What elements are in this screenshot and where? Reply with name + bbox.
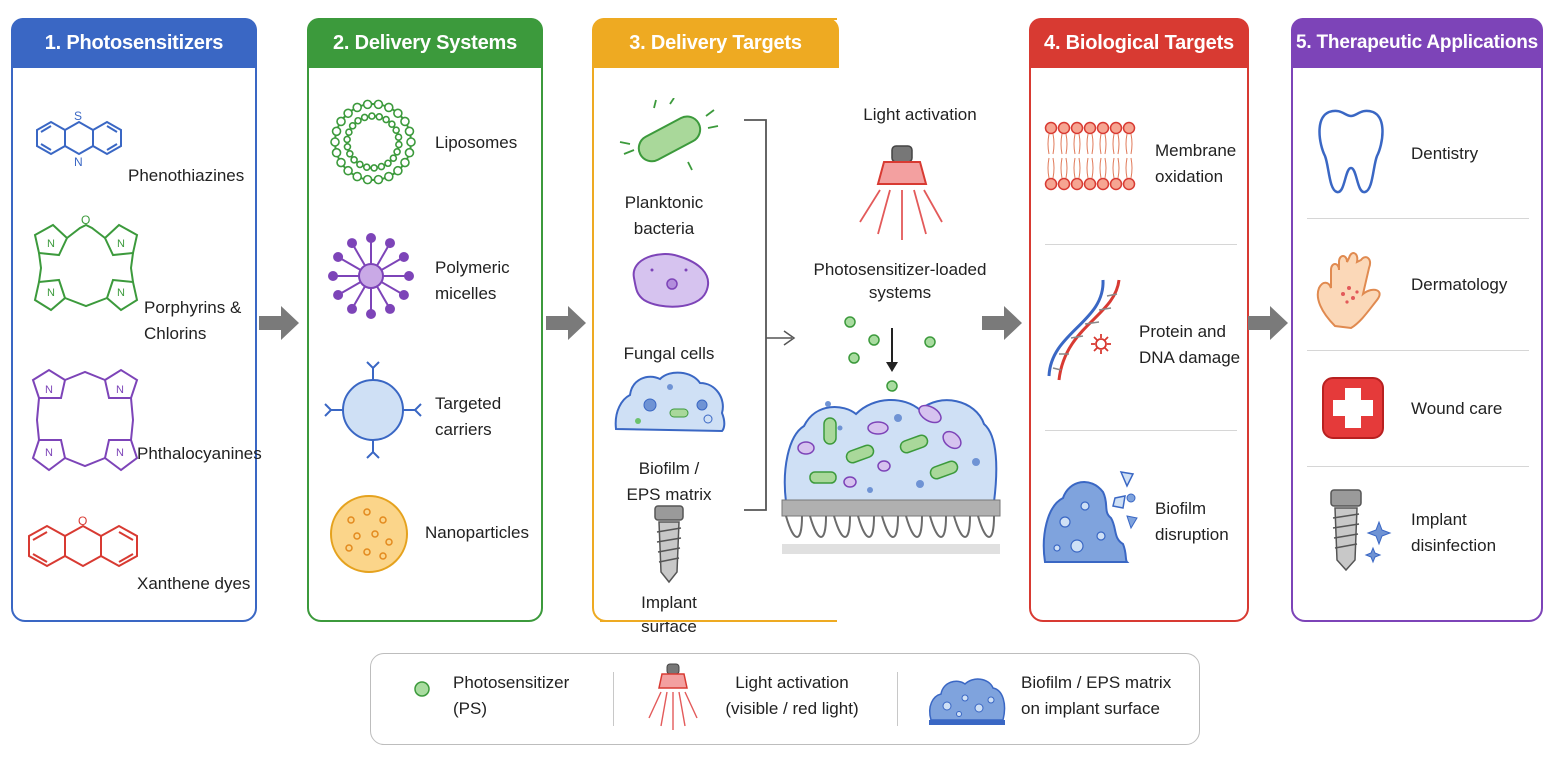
item-nanoparticles: Nanoparticles: [425, 523, 529, 542]
item-phenothiazines: Phenothiazines: [128, 166, 245, 185]
item-carriers: carriers: [435, 420, 492, 439]
item-dna-damage: DNA damage: [1139, 348, 1241, 367]
nitrogen-atom-label: N: [116, 447, 124, 459]
flow-arrow-icon: [982, 306, 1022, 340]
implant-disinfection-icon: [1330, 489, 1392, 572]
panel-title: 1. Photosensitizers: [11, 18, 257, 68]
membrane-icon: [1044, 121, 1136, 191]
ps-dot-icon: [414, 681, 430, 697]
oxygen-atom-label: O: [81, 213, 90, 227]
planktonic-bacteria-icon: [619, 98, 719, 171]
flow-arrow-icon: [259, 306, 299, 340]
targeted-carrier-icon: [324, 361, 422, 459]
porphyrin-structure-icon: O N N N N: [33, 213, 139, 312]
oxygen-atom-label: O: [78, 514, 87, 528]
item-protein-and: Protein and: [1139, 322, 1226, 341]
item-xanthene-dyes: Xanthene dyes: [137, 574, 251, 593]
systems-label: systems: [868, 283, 932, 302]
dna-damage-icon: [1047, 279, 1121, 381]
panel-title: 2. Delivery Systems: [307, 18, 543, 68]
legend-biofilm-icon: [929, 678, 1006, 725]
legend-separator: [897, 672, 898, 726]
divider: [1045, 430, 1237, 431]
liposome-icon: [330, 99, 416, 185]
tooth-icon: [1318, 109, 1384, 194]
item-polymeric: Polymeric: [435, 258, 510, 277]
item-biofilm: Biofilm /: [638, 459, 700, 478]
item-dentistry: Dentistry: [1411, 144, 1479, 163]
nitrogen-atom-label: N: [47, 238, 55, 250]
item-porphyrins: Porphyrins &: [144, 298, 242, 317]
light-activation-label: Light activation: [863, 105, 977, 124]
item-membrane: Membrane: [1155, 141, 1237, 160]
legend-light-label: Light activation: [735, 673, 849, 692]
item-eps-matrix: EPS matrix: [626, 485, 712, 504]
item-implant-app: Implant: [1411, 510, 1467, 529]
panel-title: 5. Therapeutic Applications: [1291, 18, 1543, 68]
legend-biofilm-label: Biofilm / EPS matrix: [1021, 673, 1172, 692]
item-surface: surface: [641, 617, 697, 636]
item-chlorins: Chlorins: [144, 324, 207, 343]
panel-photosensitizers: 1. Photosensitizers S N Phenothiazines O…: [11, 18, 262, 622]
fungal-cell-icon: [632, 253, 709, 308]
legend-light-icon: [648, 663, 698, 730]
implant-icon: [654, 505, 684, 584]
divider: [1307, 218, 1529, 219]
divider: [1307, 350, 1529, 351]
legend-biofilm-sub: on implant surface: [1021, 699, 1160, 718]
nitrogen-atom-label: N: [45, 384, 53, 396]
xanthene-structure-icon: O: [28, 514, 138, 568]
panel-title: 3. Delivery Targets: [592, 18, 839, 68]
item-implant: Implant: [641, 593, 697, 612]
legend-ps-label: Photosensitizer: [453, 673, 570, 692]
nitrogen-atom-label: N: [45, 447, 53, 459]
item-targeted: Targeted: [435, 394, 502, 413]
nanoparticle-icon: [330, 495, 408, 573]
polymeric-micelle-icon: [328, 233, 414, 319]
sulfur-atom-label: S: [74, 109, 82, 123]
nitrogen-atom-label: N: [47, 287, 55, 299]
divider: [1045, 244, 1237, 245]
ps-particles-icon: [844, 316, 936, 392]
biofilm-on-implant-icon: [781, 398, 1001, 554]
item-liposomes: Liposomes: [435, 133, 518, 152]
panel-3-bottom-border: [600, 620, 815, 622]
item-disinfection: disinfection: [1411, 536, 1497, 555]
panel-delivery-systems: 2. Delivery Systems Liposomes Polymeric …: [307, 18, 543, 622]
legend-separator: [613, 672, 614, 726]
flow-arrow-icon: [546, 306, 586, 340]
flow-arrow-icon: [1248, 306, 1288, 340]
nitrogen-atom-label: N: [74, 155, 83, 169]
bracket-connector-icon: [744, 119, 796, 511]
panel-therapeutic-applications: 5. Therapeutic Applications Dentistry De…: [1291, 18, 1543, 622]
divider: [1307, 466, 1529, 467]
nitrogen-atom-label: N: [116, 384, 124, 396]
panel-biological-targets: 4. Biological Targets Membrane oxidation…: [1029, 18, 1249, 622]
legend-light-sub: (visible / red light): [725, 699, 859, 718]
item-dermatology: Dermatology: [1411, 275, 1508, 294]
nitrogen-atom-label: N: [117, 287, 125, 299]
nitrogen-atom-label: N: [117, 238, 125, 250]
item-micelles: micelles: [435, 284, 497, 303]
phthalocyanine-structure-icon: N N N N: [31, 368, 139, 472]
item-disruption: disruption: [1155, 525, 1229, 544]
item-planktonic: Planktonic: [624, 193, 704, 212]
phenothiazine-structure-icon: S N: [36, 109, 122, 169]
photosensitizer-loaded-label: Photosensitizer-loaded: [813, 260, 987, 279]
wound-care-cross-icon: [1322, 377, 1384, 439]
item-fungal-cells: Fungal cells: [623, 344, 715, 363]
item-wound-care: Wound care: [1411, 399, 1503, 418]
legend: Photosensitizer (PS) Light activation (v…: [370, 653, 1200, 745]
item-phthalocyanines: Phthalocyanines: [137, 444, 262, 463]
biofilm-disruption-icon: [1042, 471, 1138, 563]
hand-skin-icon: [1316, 252, 1381, 330]
item-biofilm-label: Biofilm: [1155, 499, 1207, 518]
item-bacteria: bacteria: [633, 219, 695, 238]
light-lamp-icon: [859, 145, 943, 240]
biofilm-matrix-icon: [614, 371, 726, 433]
item-oxidation: oxidation: [1155, 167, 1224, 186]
panel-delivery-targets: 3. Delivery Targets Planktonic bacteria …: [592, 18, 839, 636]
legend-ps-abbrev: (PS): [453, 699, 487, 718]
panel-title: 4. Biological Targets: [1029, 18, 1249, 68]
